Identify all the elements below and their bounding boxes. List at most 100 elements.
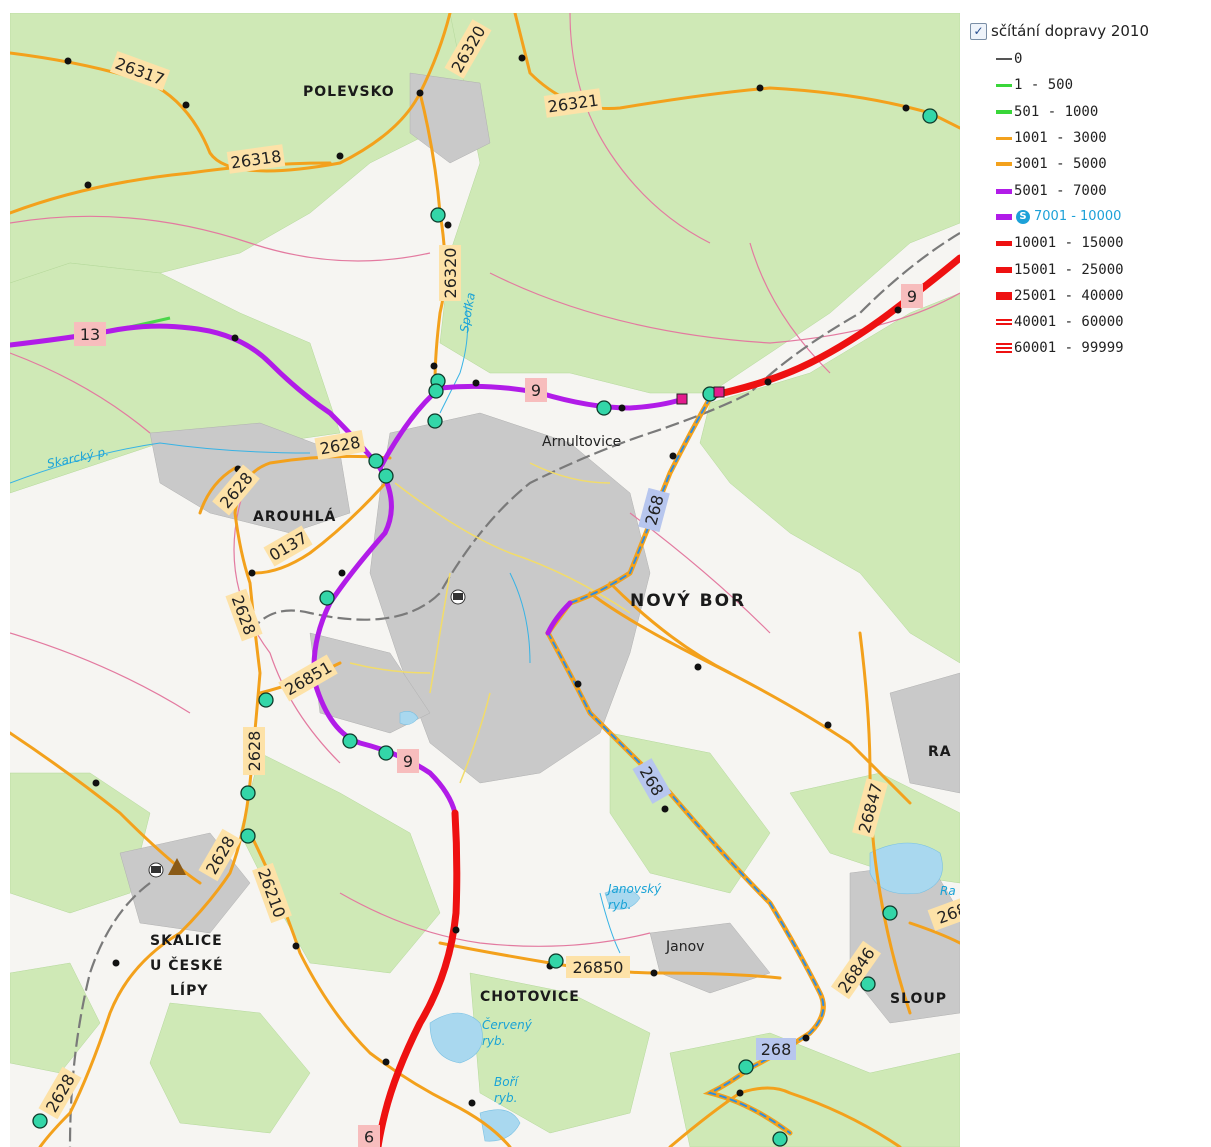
legend-label: 3001 - 5000 [1014, 156, 1107, 173]
place-label: AROUHLÁ [253, 508, 336, 525]
legend-label: 7001 - 10000 [1034, 209, 1122, 225]
legend-swatch [996, 53, 1012, 65]
road-number: 13 [80, 325, 100, 344]
legend-item: 5001 - 7000 [996, 177, 1206, 203]
road-number: 9 [364, 1127, 374, 1146]
road-label: 2628 [243, 727, 265, 775]
special-markers [676, 386, 725, 405]
traffic-map[interactable]: 26317 26320 26321 26318 26320 13 [10, 13, 960, 1147]
legend-item: 40001 - 60000 [996, 309, 1206, 335]
water-label: Boří [494, 1075, 520, 1089]
train-station-icon [148, 862, 164, 878]
legend-swatch [996, 211, 1012, 223]
road-label: 2628 [225, 588, 263, 642]
place-label: SKALICE [150, 933, 223, 949]
legend-item: 3001 - 5000 [996, 151, 1206, 177]
legend-swatch [996, 237, 1012, 249]
water-label: Janovský [606, 882, 662, 896]
legend-item: 0 [996, 46, 1206, 72]
legend-swatch [996, 316, 1012, 328]
legend-item: 1001 - 3000 [996, 125, 1206, 151]
place-label: CHOTOVICE [480, 989, 580, 1005]
legend-label: 15001 - 25000 [1014, 261, 1124, 278]
legend-label: 501 - 1000 [1014, 103, 1099, 120]
road-label: 9 [525, 378, 547, 402]
road-label: 9 [358, 1125, 380, 1147]
legend-item: 501 - 1000 [996, 99, 1206, 125]
road-number-labels: 26317 26320 26321 26318 26320 13 [38, 19, 960, 1147]
water-bodies [399, 711, 943, 1142]
legend-label: 1001 - 3000 [1014, 130, 1107, 147]
legend-label: 10001 - 15000 [1014, 235, 1124, 252]
road-number: 26320 [441, 248, 460, 299]
red-roads [374, 254, 960, 1147]
place-label: SLOUP [890, 991, 947, 1007]
legend-swatch [996, 185, 1012, 197]
counting-points [32, 108, 938, 1147]
road-number: 268 [761, 1040, 792, 1059]
road-label: 268 [638, 487, 670, 533]
landmark-icon [168, 858, 186, 875]
road-label: 26321 [543, 88, 603, 118]
road-number: 9 [403, 752, 413, 771]
place-label: Janov [665, 939, 704, 955]
legend-label: 1 - 500 [1014, 77, 1074, 94]
legend-swatch [996, 79, 1012, 91]
water-label: Červený [482, 1017, 533, 1032]
place-label: RA [928, 744, 952, 760]
legend-label: 0 [1014, 51, 1023, 68]
map-legend: ✓ sčítání dopravy 2010 0 1 - 500 501 - 100… [970, 20, 1206, 362]
water-label: Spolka [457, 291, 478, 333]
legend-label: 5001 - 7000 [1014, 182, 1107, 199]
road-label: 26320 [439, 245, 461, 301]
legend-item: 10001 - 15000 [996, 230, 1206, 256]
legend-label: 40001 - 60000 [1014, 314, 1124, 331]
water-label: Ra [940, 884, 956, 898]
road-label: 9 [397, 749, 419, 773]
road-label: 2628 [38, 1066, 82, 1120]
road-number: 9 [907, 287, 917, 306]
place-label: POLEVSKO [303, 84, 395, 100]
place-label: LÍPY [170, 982, 209, 999]
water-label: ryb. [608, 898, 631, 912]
minor-roads [349, 462, 631, 784]
water-label: ryb. [494, 1091, 517, 1105]
legend-swatch [996, 342, 1012, 354]
road-label: 9 [901, 284, 923, 308]
legend-item: 15001 - 25000 [996, 256, 1206, 282]
legend-item: 60001 - 99999 [996, 335, 1206, 361]
legend-swatch [996, 264, 1012, 276]
place-labels: POLEVSKO NOVÝ BOR Arnultovice AROUHLÁ SK… [150, 84, 952, 1007]
place-label: U ČESKÉ [150, 956, 224, 974]
road-label: 268 [756, 1038, 796, 1060]
road-number: 26850 [573, 958, 624, 977]
skype-icon[interactable]: S [1016, 209, 1030, 224]
road-label: 2628 [314, 429, 366, 461]
legend-list: 0 1 - 500 501 - 1000 1001 - 3000 3001 - 5000… [996, 46, 1206, 362]
legend-label: 60001 - 99999 [1014, 340, 1124, 357]
streams [10, 302, 621, 954]
railway [68, 232, 960, 1147]
legend-item: 25001 - 40000 [996, 283, 1206, 309]
road-number: 2628 [318, 433, 361, 459]
legend-layer-toggle[interactable]: ✓ sčítání dopravy 2010 [970, 20, 1206, 42]
legend-swatch [996, 132, 1012, 144]
road-label: 26850 [566, 956, 630, 978]
road-number: 2628 [245, 731, 264, 772]
water-label: ryb. [482, 1034, 505, 1048]
place-label: NOVÝ BOR [630, 589, 746, 611]
legend-item[interactable]: S 7001 - 10000 [996, 204, 1206, 230]
place-label: Arnultovice [542, 434, 621, 450]
road-label: 13 [74, 322, 106, 346]
legend-swatch [996, 158, 1012, 170]
road-number: 9 [531, 381, 541, 400]
route-markers [64, 54, 910, 1107]
legend-item: 1 - 500 [996, 72, 1206, 98]
layer-checkbox[interactable]: ✓ [970, 22, 987, 40]
legend-swatch [996, 106, 1012, 118]
legend-swatch [996, 290, 1012, 302]
legend-label: 25001 - 40000 [1014, 287, 1124, 304]
legend-title: sčítání dopravy 2010 [991, 22, 1150, 40]
train-station-icon [450, 589, 466, 605]
road-number: 268 [641, 493, 667, 527]
